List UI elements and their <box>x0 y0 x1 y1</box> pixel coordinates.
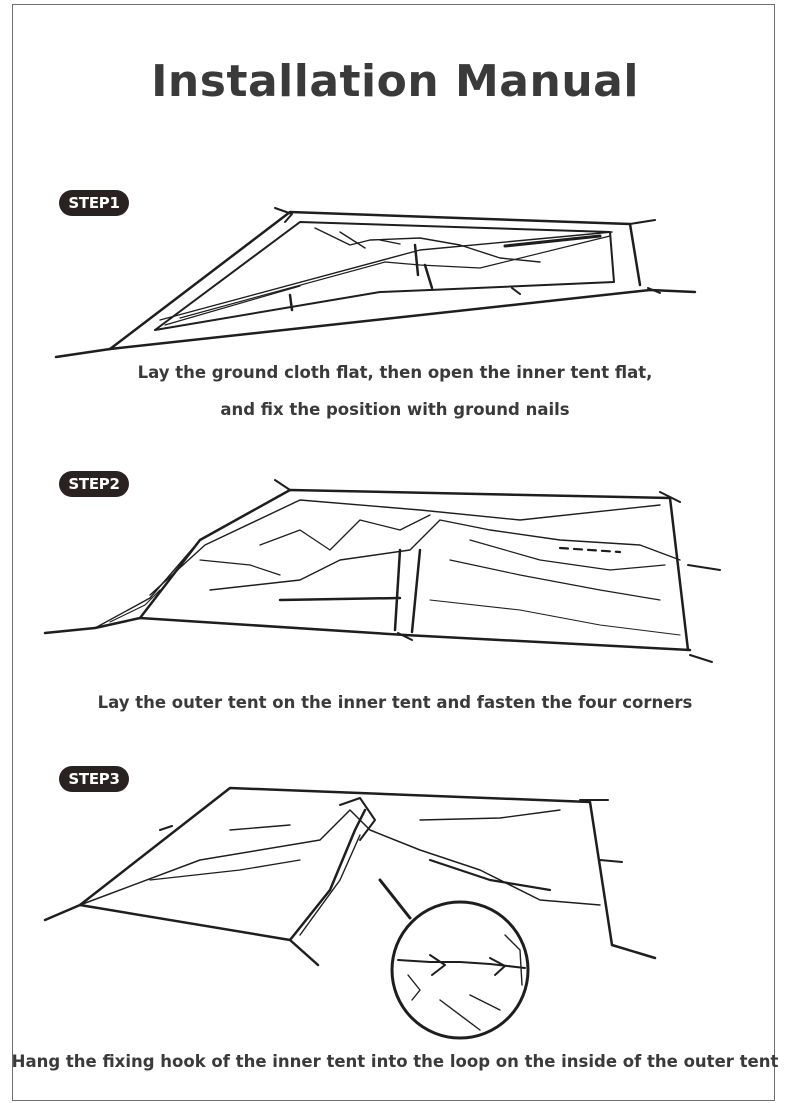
step-3-badge: STEP3 <box>59 766 129 792</box>
step-1-caption-line-2: and fix the position with ground nails <box>220 400 570 419</box>
page-border <box>12 4 775 1101</box>
step-3-caption: Hang the fixing hook of the inner tent i… <box>11 1052 779 1071</box>
step-1-caption-line-1: Lay the ground cloth flat, then open the… <box>137 363 653 382</box>
page-title: Installation Manual <box>151 56 639 107</box>
step-2-caption: Lay the outer tent on the inner tent and… <box>97 693 693 712</box>
step-1-badge: STEP1 <box>59 190 129 216</box>
step-2-badge: STEP2 <box>59 471 129 497</box>
